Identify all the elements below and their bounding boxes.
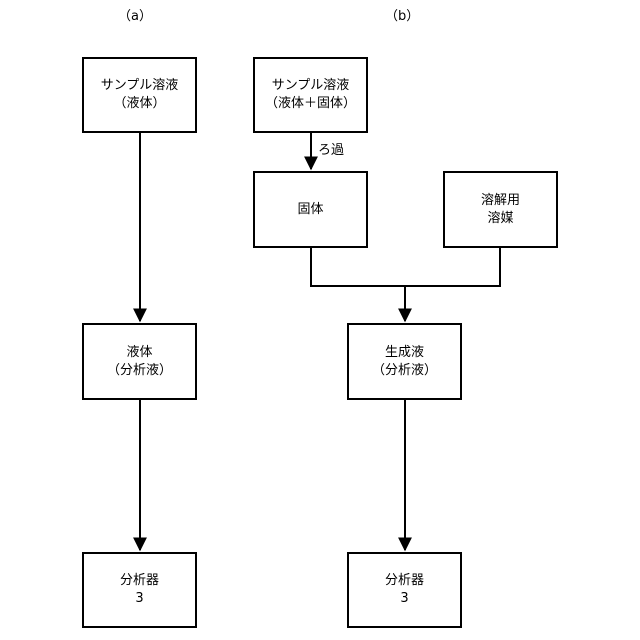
b-analyzer-line2: 3 — [400, 590, 408, 608]
a-sample-solution-box: サンプル溶液 （液体） — [82, 57, 197, 133]
a-analyzer-box: 分析器 3 — [82, 552, 197, 628]
a-sample-line1: サンプル溶液 — [101, 77, 179, 95]
panel-label-b: （b） — [385, 8, 419, 26]
b-product-line1: 生成液 — [385, 344, 424, 362]
a-liquid-line2: （分析液） — [107, 362, 172, 380]
a-liquid-box: 液体 （分析液） — [82, 323, 197, 400]
b-analyzer-line1: 分析器 — [385, 572, 424, 590]
a-analyzer-line2: 3 — [135, 590, 143, 608]
b-product-line2: （分析液） — [372, 362, 437, 380]
b-solid-line1: 固体 — [297, 201, 323, 219]
b-sample-line2: （液体＋固体） — [265, 95, 356, 113]
merge-line — [311, 248, 500, 286]
b-solvent-line2: 溶媒 — [487, 210, 513, 228]
a-sample-line2: （液体） — [113, 95, 165, 113]
panel-label-a: （a） — [118, 8, 152, 26]
b-sample-solution-box: サンプル溶液 （液体＋固体） — [253, 57, 368, 133]
b-solid-box: 固体 — [253, 171, 368, 248]
b-sample-line1: サンプル溶液 — [272, 77, 350, 95]
a-analyzer-line1: 分析器 — [120, 572, 159, 590]
a-liquid-line1: 液体 — [126, 344, 152, 362]
b-analyzer-box: 分析器 3 — [347, 552, 462, 628]
filtration-label: ろ過 — [318, 142, 344, 160]
b-solvent-line1: 溶解用 — [481, 192, 520, 210]
b-solvent-box: 溶解用 溶媒 — [443, 171, 558, 248]
b-product-liquid-box: 生成液 （分析液） — [347, 323, 462, 400]
